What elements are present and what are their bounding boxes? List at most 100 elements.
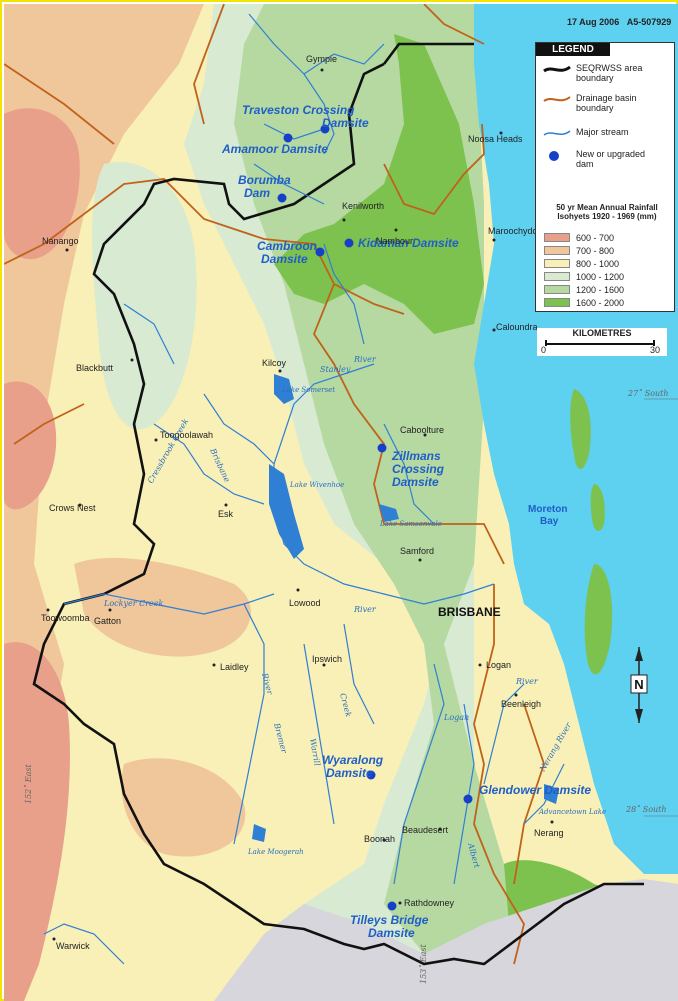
out-of-area-grey [214,879,678,1001]
town-boonah: Boonah [364,834,395,844]
dam-marker-kidaman[interactable] [344,238,354,248]
rainfall-zone-700-800-centre [74,557,251,657]
drainage-basin-boundaries [4,4,545,965]
city-brisbane: BRISBANE [438,605,501,619]
label-lockyer-creek: Lockyer Creek [103,599,163,608]
island-moreton [590,484,605,531]
dam-marker-zillmans[interactable] [377,443,387,453]
label-stanley: Stanley [320,365,351,374]
town-gatton: Gatton [94,616,121,626]
town-caboolture: Caboolture [400,425,444,435]
major-streams [43,13,565,965]
lake-moogerah [252,824,266,842]
label-lake-samsonvale: Lake Samsonvale [379,520,442,528]
town-caloundra: Caloundra [496,322,538,332]
town-gympie: Gympie [306,54,337,64]
rainfall-zone-700-800-south [121,758,246,857]
town-kilcoy: Kilcoy [262,358,287,368]
dam-label-kidaman: Kidaman Damsite [358,236,459,250]
dam-marker-borumba[interactable] [277,193,287,203]
dam-marker-cambroon[interactable] [315,247,325,257]
rainfall-zone-600-700-a [4,108,80,260]
scale-title: KILOMETRES [572,328,632,338]
drainage-line-icon [543,96,571,102]
scale-max: 30 [650,345,661,355]
town-lowood: Lowood [289,598,321,608]
label-stanley-river: River [353,355,377,364]
town-toowoomba: Toowoomba [41,613,90,623]
dam-marker-amamoor[interactable] [283,133,293,143]
label-lat27: 27˚ South [627,389,669,398]
label-lon153: 153˚ East [419,943,428,984]
rainfall-zone-1600-2000 [274,34,484,334]
dam-marker-wyaralong[interactable] [366,770,376,780]
town-rathdowney: Rathdowney [404,898,455,908]
scale-line [545,343,655,345]
town-toogoolawah: Toogoolawah [160,430,213,440]
swatch-800-1000 [544,259,570,268]
swatch-600-700 [544,233,570,242]
town-crows-nest: Crows Nest [49,503,96,513]
town-kenilworth: Kenilworth [342,201,384,211]
town-dots [46,68,554,941]
town-laidley: Laidley [220,662,249,672]
dam-marker-tilleys[interactable] [387,901,397,911]
town-nanango: Nanango [42,236,79,246]
town-nerang: Nerang [534,828,564,838]
town-noosa-heads: Noosa Heads [468,134,523,144]
swatch-1200-1600 [544,285,570,294]
legend-title: LEGEND [536,43,610,56]
north-letter: N [634,677,643,692]
rainfall-zone-700-800-west [4,4,204,1001]
label-advancetown-lake: Advancetown Lake [538,808,606,816]
dam-marker-traveston[interactable] [320,124,330,134]
label-logan: Logan [443,713,469,722]
town-logan: Logan [486,660,511,670]
scale-ticks [545,340,655,346]
rainfall-zone-600-700-b [4,381,57,510]
label-lake-moogerah: Lake Moogerah [247,848,304,856]
dam-markers [277,124,473,911]
dam-label-amamoor: Amamoor Damsite [221,142,328,156]
town-blackbutt: Blackbutt [76,363,114,373]
town-beenleigh: Beenleigh [501,699,541,709]
label-lat28: 28˚ South [625,805,667,814]
stream-line-icon [543,130,571,136]
town-nambour: Nambour [376,236,413,246]
lake-somerset [274,374,294,404]
label-lake-wivenhoe: Lake Wivenhoe [289,481,344,489]
swatch-1600-2000 [544,298,570,307]
island-bribie [570,389,591,469]
boundary-line-icon [543,65,571,73]
town-maroochydore: Maroochydore [488,226,546,236]
town-esk: Esk [218,509,234,519]
legend: LEGEND SEQRWSS area boundary Drainage ba… [535,42,675,312]
lake-samsonvale [379,504,399,522]
label-lake-somerset: Lake Somerset [281,386,335,394]
town-beaudesert: Beaudesert [402,825,449,835]
town-warwick: Warwick [56,941,90,951]
town-samford: Samford [400,546,434,556]
dam-label-glendower: Glendower Damsite [479,783,591,797]
rainfall-zone-600-700-c [4,642,70,1001]
dam-marker-glendower[interactable] [463,794,473,804]
legend-rainfall-title: 50 yr Mean Annual Rainfall Isohyets 1920… [556,203,658,221]
scale-bar: KILOMETRES 0 30 [537,328,667,356]
scale-min: 0 [541,345,547,355]
town-ipswich: Ipswich [312,654,342,664]
label-brisbane-river-lower: River [353,605,377,614]
swatch-700-800 [544,246,570,255]
label-lon152: 152˚ East [24,763,33,804]
swatch-1000-1200 [544,272,570,281]
lake-wivenhoe [269,464,304,559]
lake-advancetown [544,784,559,804]
island-north-stradbroke [584,564,613,675]
